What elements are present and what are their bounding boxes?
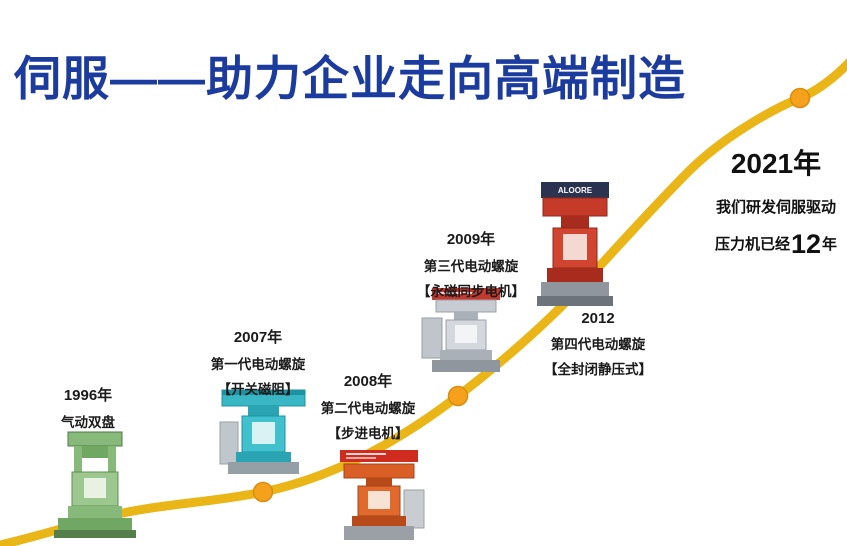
milestone-1996: 1996年 气动双盘 bbox=[36, 384, 140, 436]
milestone-2012-year: 2012 bbox=[581, 310, 615, 327]
milestone-2008-type: 【步进电机】 bbox=[327, 426, 409, 441]
milestone-2009-type: 【永磁同步电机】 bbox=[417, 284, 525, 299]
machine-2009-illustration bbox=[421, 288, 500, 372]
machine-2007-illustration bbox=[219, 389, 306, 474]
press-2009 bbox=[421, 288, 500, 372]
press-2012: ALOORE bbox=[537, 182, 613, 306]
machine-2012-illustration: ALOORE bbox=[537, 182, 613, 306]
milestone-2021: 2021年 我们研发伺服驱动 压力机已经12年 bbox=[695, 142, 847, 260]
milestone-2012: 2012 第四代电动螺旋 【全封闭静压式】 bbox=[524, 310, 672, 383]
milestone-2021-line1: 我们研发伺服驱动 bbox=[715, 199, 836, 216]
press-2008 bbox=[340, 450, 425, 540]
page-title: 伺服——助力企业走向高端制造 bbox=[14, 52, 686, 105]
milestone-2009: 2009年 第三代电动螺旋 【永磁同步电机】 bbox=[396, 228, 546, 305]
press-1996 bbox=[54, 431, 136, 538]
milestone-2009-year: 2009年 bbox=[446, 231, 496, 248]
milestone-2007-desc: 第一代电动螺旋 bbox=[210, 357, 306, 372]
milestone-2008: 2008年 第二代电动螺旋 【步进电机】 bbox=[298, 370, 438, 447]
years-text-suffix: 年 bbox=[822, 236, 838, 253]
milestone-2008-year: 2008年 bbox=[343, 373, 393, 390]
milestone-2021-line2: 压力机已经12年 bbox=[695, 229, 847, 260]
years-text-prefix: 压力机已经 bbox=[714, 236, 790, 253]
milestone-dot-2007 bbox=[252, 481, 274, 503]
milestone-2009-desc: 第三代电动螺旋 bbox=[423, 259, 519, 274]
machine-1996-illustration bbox=[54, 431, 136, 538]
milestone-dot-2008 bbox=[447, 385, 469, 407]
machine-2008-illustration bbox=[340, 450, 425, 540]
milestone-dot-2021 bbox=[789, 87, 811, 109]
years-count: 12 bbox=[790, 229, 822, 259]
milestone-2007-type: 【开关磁阻】 bbox=[217, 382, 299, 397]
milestone-2021-year: 2021年 bbox=[730, 148, 822, 179]
press-2007 bbox=[219, 389, 306, 474]
milestone-2007: 2007年 第一代电动螺旋 【开关磁阻】 bbox=[188, 326, 328, 403]
machine-brand-label: ALOORE bbox=[558, 186, 593, 195]
milestone-1996-year: 1996年 bbox=[63, 387, 113, 404]
milestone-2007-year: 2007年 bbox=[233, 329, 283, 346]
milestone-2012-type: 【全封闭静压式】 bbox=[544, 362, 652, 377]
milestone-2008-desc: 第二代电动螺旋 bbox=[320, 401, 416, 416]
milestone-1996-desc: 气动双盘 bbox=[61, 415, 115, 430]
milestone-2012-desc: 第四代电动螺旋 bbox=[550, 337, 646, 352]
